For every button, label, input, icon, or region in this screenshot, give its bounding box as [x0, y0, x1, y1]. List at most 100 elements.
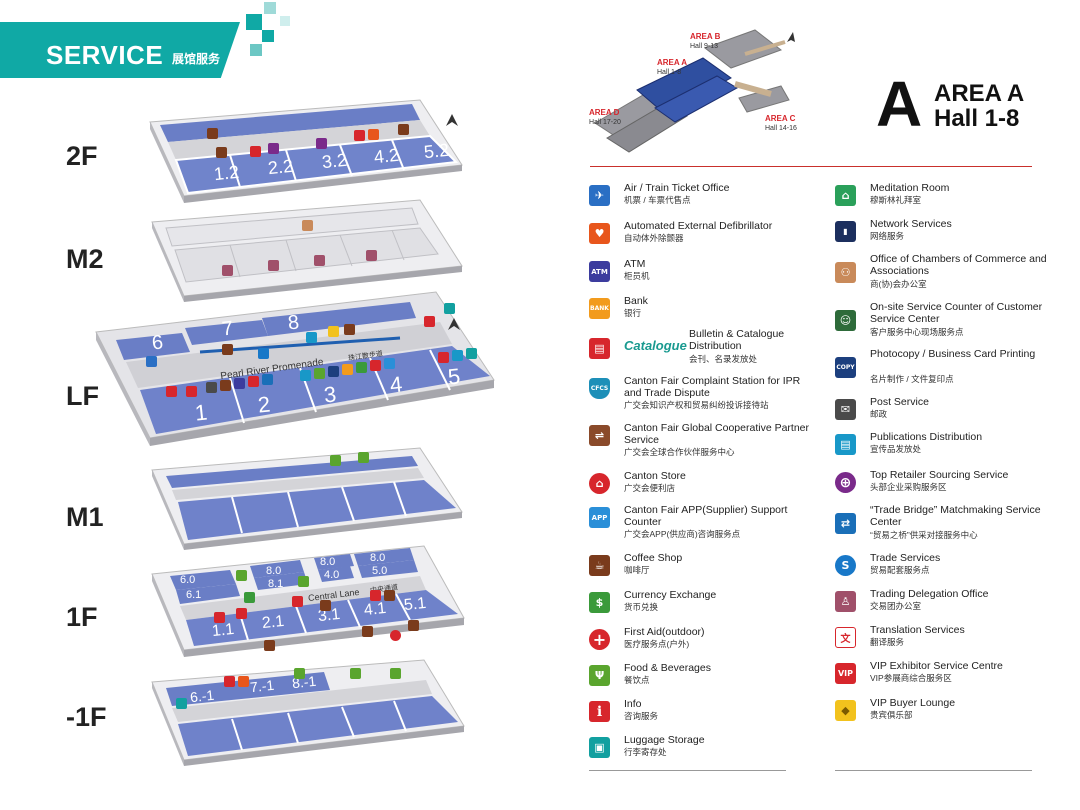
- floor-plate-m1[interactable]: [151, 447, 463, 550]
- legend-label-cn: 自动体外除颤器: [624, 233, 684, 243]
- people-icon[interactable]: [302, 220, 313, 231]
- publications-icon[interactable]: [306, 332, 317, 343]
- fork-knife-icon[interactable]: [236, 570, 247, 581]
- coffee-icon[interactable]: [320, 600, 331, 611]
- hall-label: 2: [256, 391, 272, 418]
- copy-icon[interactable]: [328, 366, 339, 377]
- legend-label: Coffee Shop: [624, 552, 683, 564]
- fork-knife-icon[interactable]: [358, 452, 369, 463]
- legend-label: Publications Distribution: [870, 431, 983, 443]
- coffee-icon[interactable]: [398, 124, 409, 135]
- first-aid-icon[interactable]: [390, 630, 401, 641]
- plane-icon[interactable]: [146, 356, 157, 367]
- floor-plate-2f[interactable]: [149, 99, 463, 203]
- legend-label: Food & Beverages: [624, 662, 711, 674]
- store-icon[interactable]: [370, 590, 381, 601]
- fork-knife-icon[interactable]: [314, 368, 325, 379]
- delegation-icon[interactable]: [314, 255, 325, 266]
- banner-background: [0, 22, 240, 78]
- hall-label: 6.1: [186, 589, 202, 601]
- legend-label: Top Retailer Sourcing Service: [870, 469, 1009, 481]
- coffee-icon[interactable]: [344, 324, 355, 335]
- coffee-icon[interactable]: [216, 147, 227, 158]
- legend-label: Air / Train Ticket Office: [624, 182, 730, 194]
- floor-label-lf: LF: [66, 381, 99, 411]
- area-title: AREA A: [934, 80, 1025, 107]
- diamond-icon[interactable]: [328, 326, 339, 337]
- vip-icon[interactable]: [250, 146, 261, 157]
- store-icon[interactable]: [292, 596, 303, 607]
- floor-plan-stack: [95, 99, 495, 766]
- coffee-icon[interactable]: [264, 640, 275, 651]
- legend-label-cn: 银行: [624, 308, 642, 318]
- info-icon[interactable]: [214, 612, 225, 623]
- atm-icon: ATM: [589, 261, 610, 282]
- area-letter: A: [876, 68, 923, 140]
- coffee-icon: ☕: [589, 555, 610, 576]
- publications-icon[interactable]: [300, 370, 311, 381]
- legend-label-cn: 广交会知识产权和贸易纠纷投诉接待站: [624, 400, 769, 410]
- atm-icon[interactable]: [234, 378, 245, 389]
- floor-plate-lf[interactable]: [95, 291, 495, 446]
- info-icon[interactable]: [224, 676, 235, 687]
- defibrillator-icon[interactable]: [236, 608, 247, 619]
- catalogue-brand: Catalogue: [624, 338, 687, 353]
- fork-knife-icon[interactable]: [330, 455, 341, 466]
- store-icon[interactable]: [248, 376, 259, 387]
- coffee-icon[interactable]: [220, 380, 231, 391]
- hall-label: 5.2: [422, 139, 450, 163]
- banner-pixel: [250, 44, 262, 56]
- cfcs-shield-icon: CFCS: [589, 378, 610, 399]
- legend-label: Trading Delegation Office: [870, 588, 989, 600]
- coffee-icon[interactable]: [384, 590, 395, 601]
- coffee-icon[interactable]: [207, 128, 218, 139]
- catalogue-icon[interactable]: [370, 360, 381, 371]
- hall-label: 4.2: [372, 144, 400, 168]
- legend-label-cn: 货币兑换: [624, 602, 659, 612]
- legend-label: “Trade Bridge” Matchmaking Service Cente…: [870, 504, 1041, 528]
- defibrillator-icon[interactable]: [368, 129, 379, 140]
- delegation-icon[interactable]: [268, 260, 279, 271]
- info-icon[interactable]: [438, 352, 449, 363]
- publications-icon[interactable]: [452, 350, 463, 361]
- fork-knife-icon[interactable]: [350, 668, 361, 679]
- hall-label: 4: [388, 371, 404, 398]
- floor-plate-1f[interactable]: [151, 545, 465, 657]
- vip-icon[interactable]: [354, 130, 365, 141]
- legend-label: On-site Service Counter of Customer Serv…: [870, 301, 1043, 325]
- legend-label-cn: 广交会便利店: [624, 483, 676, 493]
- luggage-icon[interactable]: [444, 303, 455, 314]
- info-icon[interactable]: [166, 386, 177, 397]
- floor-plate-m2[interactable]: [151, 199, 463, 302]
- bank-icon[interactable]: [342, 364, 353, 375]
- legend-label: Luggage Storage: [624, 734, 705, 746]
- first-aid-icon: +: [589, 629, 610, 650]
- globe-icon[interactable]: [316, 138, 327, 149]
- trade-services-icon[interactable]: [258, 348, 269, 359]
- app-icon: APP: [589, 507, 610, 528]
- luggage-icon[interactable]: [466, 348, 477, 359]
- coffee-icon[interactable]: [408, 620, 419, 631]
- publications-icon: ▤: [835, 434, 856, 455]
- hall-label: 8.1: [268, 578, 284, 590]
- first-aid-icon[interactable]: [186, 386, 197, 397]
- info-icon[interactable]: [424, 316, 435, 327]
- globe-icon[interactable]: [268, 143, 279, 154]
- currency-exchange-icon[interactable]: [244, 592, 255, 603]
- coffee-icon[interactable]: [222, 344, 233, 355]
- floor-label-2f: 2F: [66, 141, 98, 171]
- banner-pixel: [264, 2, 276, 14]
- fork-knife-icon[interactable]: [298, 576, 309, 587]
- fork-knife-icon[interactable]: [390, 668, 401, 679]
- trade-bridge-icon[interactable]: [262, 374, 273, 385]
- coffee-icon[interactable]: [362, 626, 373, 637]
- delegation-icon[interactable]: [222, 265, 233, 276]
- defibrillator-icon[interactable]: [238, 676, 249, 687]
- currency-exchange-icon[interactable]: [356, 362, 367, 373]
- app-icon[interactable]: [384, 358, 395, 369]
- post-icon[interactable]: [206, 382, 217, 393]
- luggage-icon[interactable]: [176, 698, 187, 709]
- fork-knife-icon[interactable]: [294, 668, 305, 679]
- legend-label-cn: 穆斯林礼拜室: [870, 195, 922, 205]
- delegation-icon[interactable]: [366, 250, 377, 261]
